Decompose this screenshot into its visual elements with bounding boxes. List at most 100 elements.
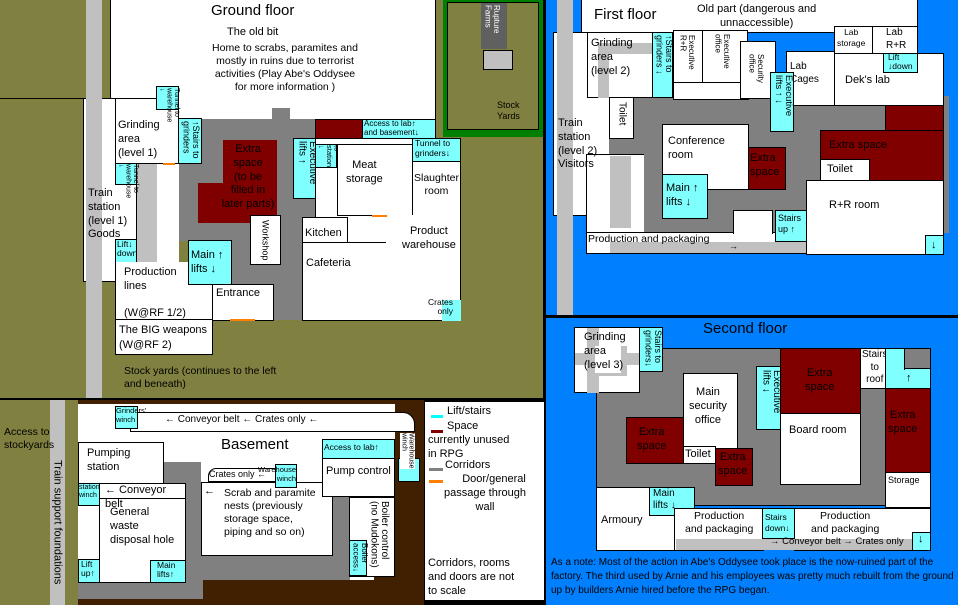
lift-down[interactable]: Lift ↓down [883, 53, 918, 73]
label: Pump control [326, 465, 391, 477]
board-room: Board room [780, 413, 861, 485]
conveyor-label: → Conveyor belt → Crates only [770, 536, 904, 547]
note: As a note: Most of the action in Abe's O… [551, 557, 954, 596]
legend: Lift/stairs Space currently unused in RP… [424, 401, 545, 601]
tunnel-to-station[interactable]: Tunnel to station ↓ [315, 144, 350, 168]
boiler-access[interactable]: Boiler access↓ [349, 540, 369, 576]
label: Entrance [216, 287, 261, 299]
label: Warehouse winch [257, 465, 296, 483]
pumping-station: Pumping station [78, 442, 164, 484]
tunnel-to-grinders[interactable]: Tunnel to grinders↓ [412, 138, 461, 162]
legend-door: Door/general passage through wall [444, 473, 526, 513]
warehouse-winch[interactable]: Warehouse winch [258, 464, 297, 488]
label: Crates only [428, 297, 454, 317]
access-to-lab-and-basement[interactable]: Access to lab↑ and basement↓ [362, 119, 436, 139]
armoury: Armoury [596, 487, 676, 551]
label: Dek's lab [845, 74, 890, 86]
door [163, 163, 175, 165]
label: Stairs down↓ [765, 512, 790, 533]
label: Main lifts↑ [157, 560, 176, 580]
extra-space-label: Extra space (to be filled in later parts… [221, 143, 275, 210]
executive-lifts[interactable]: Executive lifts ↓ [756, 366, 783, 430]
stock-yards-note: Stock yards (continues to the left and b… [124, 365, 277, 391]
label: ↑Stairs to grinders [181, 121, 201, 159]
lift-down-rr[interactable]: ↓ [925, 235, 944, 255]
label: Stairs to roof [862, 349, 888, 385]
label: Stairs to grinders↓ [643, 330, 663, 368]
unused-space [885, 105, 944, 131]
crates-only-belt: Crates only ← [208, 468, 278, 482]
cafeteria: Cafeteria [302, 242, 387, 321]
lift-down[interactable]: Lift↓ down [115, 239, 137, 263]
label: Executive lifts ↑ [296, 141, 319, 185]
label: Extra space [637, 426, 667, 452]
label: Grinding area (level 2) [591, 37, 633, 77]
belt-arrow: ← [204, 485, 215, 497]
access-to-lab[interactable]: Access to lab↑ [322, 439, 395, 459]
lab-rr: Lab R+R [872, 26, 918, 54]
conveyor-arrow: → [729, 241, 738, 251]
label: Scrab and paramite nests (previously sto… [224, 487, 316, 539]
old-bit-description: Home to scrabs, paramites and mostly in … [212, 42, 358, 94]
stairs-to-grinders[interactable]: ↑Stairs to grinders ↓ [652, 32, 674, 98]
main-lifts[interactable]: Main ↑ lifts ↓ [188, 240, 232, 285]
crates-only[interactable]: Crates only [428, 297, 461, 321]
station-winch[interactable]: station winch [78, 483, 100, 506]
stock-yards-map: Rupture Farms Stock Yards [443, 0, 543, 137]
main-lifts[interactable]: Main ↑ lifts ↓ [662, 174, 708, 219]
grinders-winch[interactable]: Grinders' winch [115, 406, 146, 429]
label: Lab storage [837, 27, 866, 48]
stairs-down[interactable]: Stairs down↓ [762, 508, 795, 539]
label: Tunnel to warehouse ↓ [117, 164, 140, 199]
executive-lifts[interactable]: Executive lifts ↑ ↓ [770, 72, 794, 132]
lift-up[interactable]: Lift up↑ [78, 559, 100, 583]
legend-lift-swatch [431, 415, 443, 418]
stairs-up[interactable]: Stairs up ↑ [775, 210, 807, 242]
stairs-to-grinders[interactable]: ↑Stairs to grinders [178, 118, 202, 164]
label: Grinding area (level 1) [118, 119, 160, 159]
label: Train station (level 2) Visitors [558, 117, 598, 171]
stairs-to-roof-up[interactable]: ↑ [885, 368, 931, 390]
label: Cafeteria [306, 257, 351, 269]
label: Production and packaging [685, 510, 754, 536]
label: Main security office [689, 386, 727, 426]
label: Conference room [668, 135, 725, 161]
access-to-stockyards: Access to stockyards [4, 426, 55, 452]
train-support-label: Train support foundations [51, 460, 64, 585]
tunnel-to-warehouse[interactable]: Tunnel to warehouse ↓ [156, 86, 180, 122]
toilet: Toilet [683, 446, 716, 464]
production-label: Production and packaging [588, 233, 710, 245]
warehouse-winch-right[interactable]: Warehouse winch [398, 433, 420, 482]
label: ↑Stairs to grinders ↓ [654, 35, 674, 75]
label: Armoury [601, 514, 643, 526]
train-support: Train support foundations [50, 400, 65, 605]
label: Boiler access↓ [351, 543, 369, 572]
executive-rr: Executive R+R [673, 30, 703, 83]
floor-divider [543, 0, 546, 605]
label: Access to lab↑ [324, 442, 379, 452]
lift-down[interactable]: ↓ [912, 532, 931, 551]
extra-space-3: Extra space [715, 448, 753, 486]
toilet: Toilet [609, 97, 634, 139]
main-security-office: Main security office [683, 373, 738, 449]
label: Meat storage [346, 159, 383, 185]
extra-space: Extra space [748, 147, 786, 190]
label: Main ↑ lifts ↓ [666, 182, 699, 208]
ground-floor: Ground floor The old bit Home to scrabs,… [0, 0, 543, 398]
label: Boiler control (no Mudokons) [368, 501, 391, 568]
door [372, 215, 387, 217]
label: General waste disposal hole [110, 506, 175, 546]
label: Toilet [616, 102, 628, 126]
label: Executive lifts ↓ [760, 370, 783, 414]
main-lifts[interactable]: Main lifts↑ [150, 560, 186, 583]
label: Lift↓ down [117, 239, 138, 259]
label: Extra space [888, 409, 918, 435]
label: Crates only ← [209, 469, 267, 479]
tunnel-to-warehouse-2[interactable]: Tunnel to warehouse ↓ [115, 163, 139, 198]
legend-door-swatch [429, 480, 443, 483]
stairs-to-grinders[interactable]: Stairs to grinders↓ [639, 327, 663, 372]
train-station-label: Train station (level 1) Goods [88, 187, 128, 241]
executive-lifts[interactable]: Executive lifts ↑ [293, 138, 319, 199]
workshop: Workshop [250, 215, 281, 265]
